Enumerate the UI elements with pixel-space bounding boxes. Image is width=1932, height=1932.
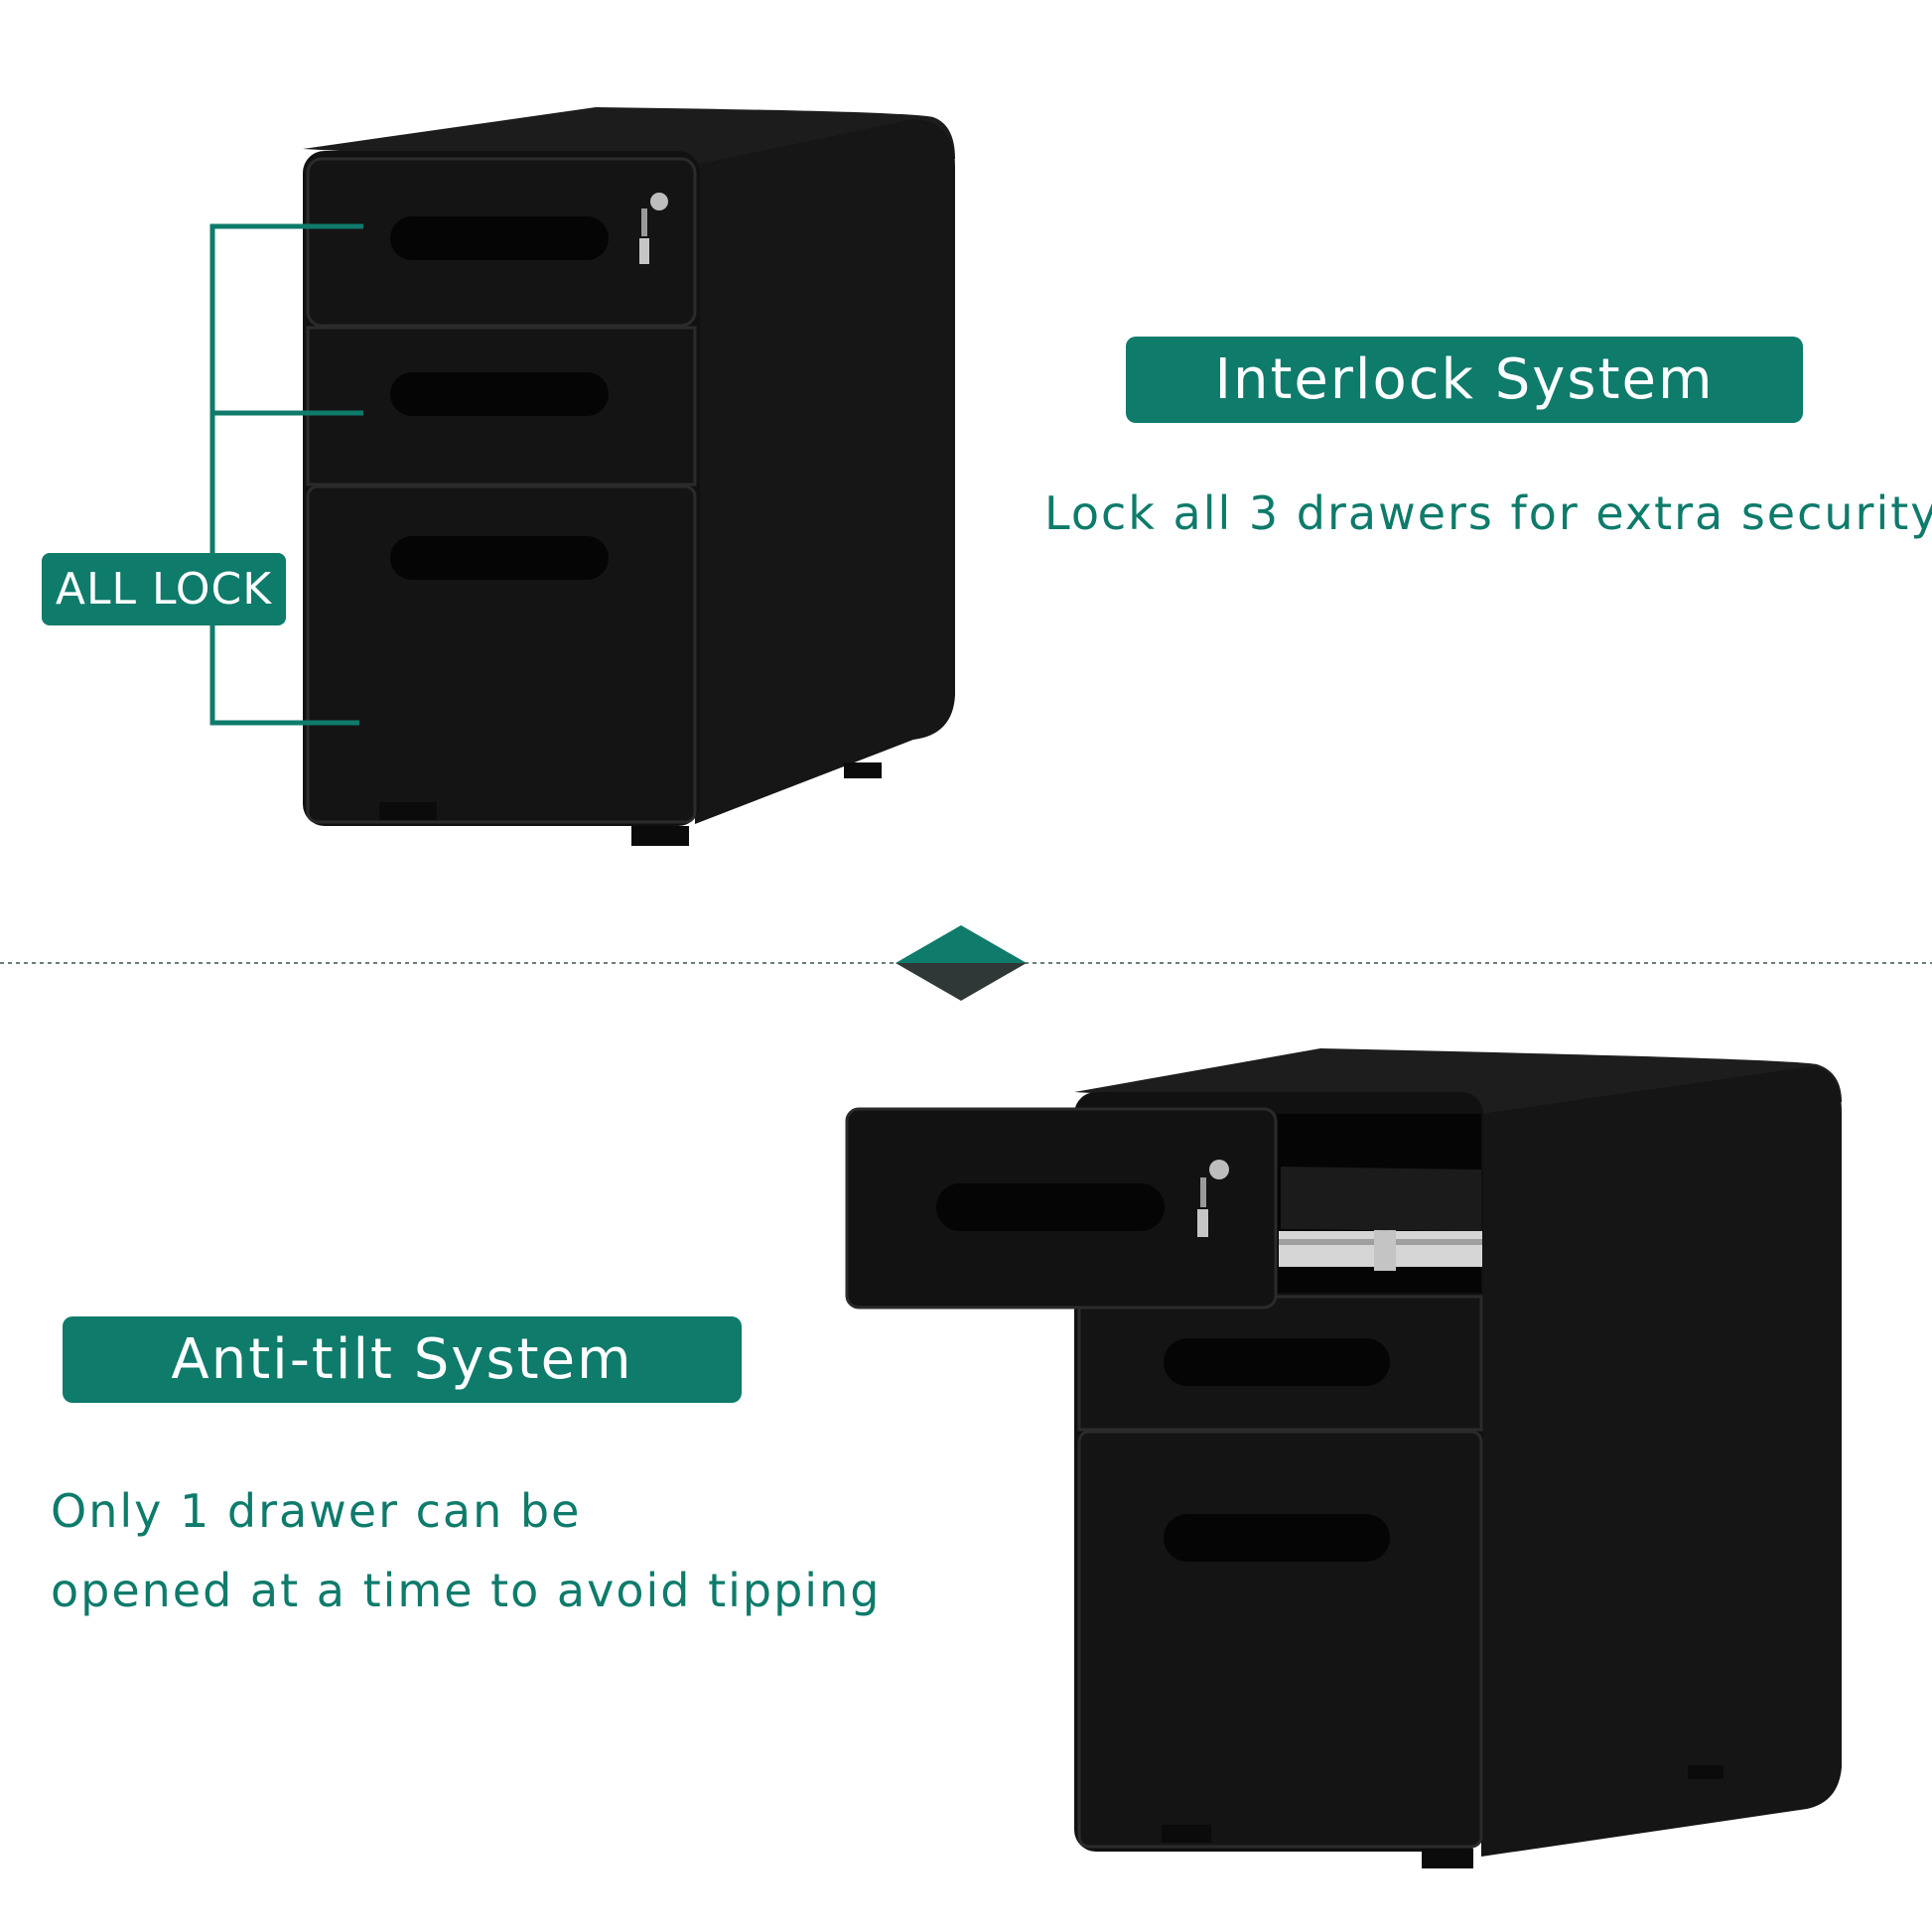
anti-tilt-caption-line-1: Only 1 drawer can be [51,1484,582,1538]
section-divider [0,925,1932,1001]
interlock-system-badge: Interlock System [1126,337,1803,423]
all-lock-label: ALL LOCK [42,553,286,625]
all-lock-bracket [209,223,363,726]
key-lock-icon [639,193,668,264]
anti-tilt-caption-line-2: opened at a time to avoid tipping [51,1564,882,1617]
closed-cabinet [303,107,955,846]
diamond-divider-icon [896,925,1027,1001]
open-drawer-cabinet [845,1048,1842,1868]
interlock-caption: Lock all 3 drawers for extra security [1044,486,1932,540]
key-lock-icon [1197,1160,1229,1237]
anti-tilt-system-badge: Anti-tilt System [63,1316,742,1403]
